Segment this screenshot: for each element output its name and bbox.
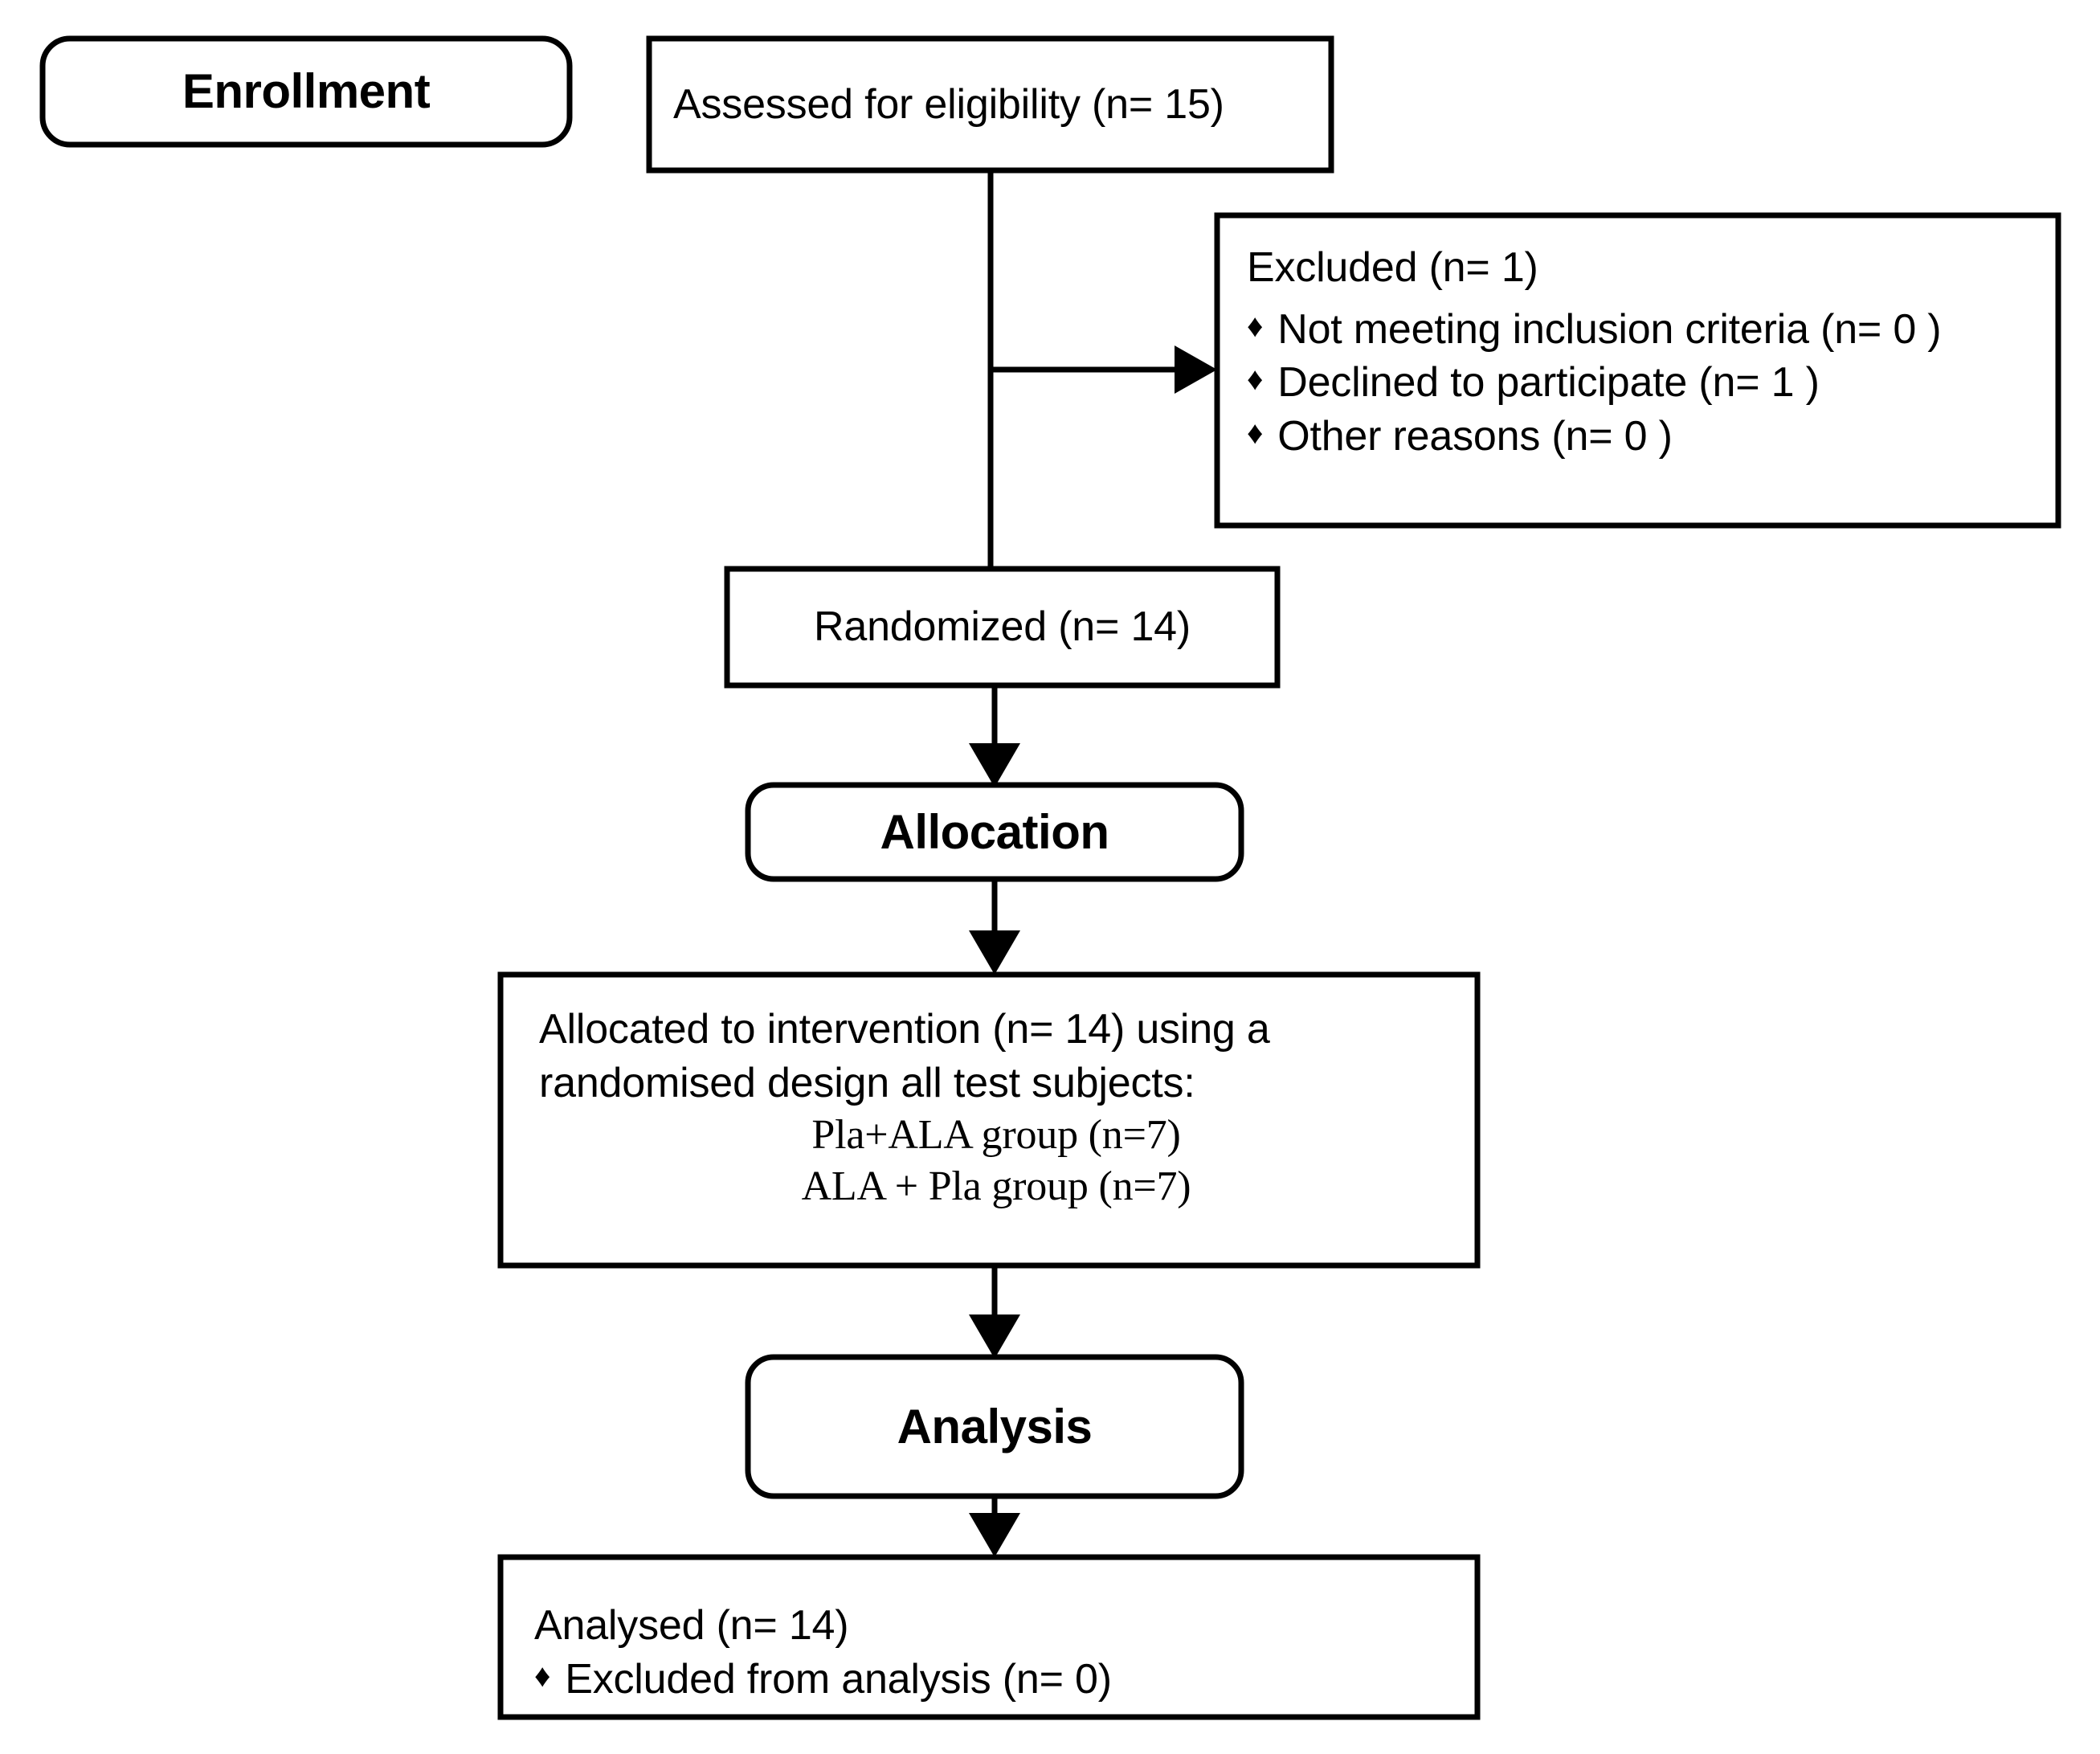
- allocated-line-1: Allocated to intervention (n= 14) using …: [539, 1006, 1270, 1053]
- allocated-box-outline: [497, 971, 1481, 1269]
- excluded-box-outline: [1214, 212, 2061, 529]
- excluded-reason-list: ♦ Not meeting inclusion criteria (n= 0 )…: [1247, 303, 2050, 464]
- excluded-reason-label: Declined to participate (n= 1 ): [1277, 359, 1820, 407]
- arrowhead-to-excluded: [1175, 345, 1217, 394]
- analysis-stage-label: Analysis: [897, 1399, 1093, 1453]
- enrollment-stage-box-outline: [39, 35, 573, 148]
- excluded-box-text: Excluded (n= 1) ♦ Not meeting inclusion …: [1247, 241, 2050, 506]
- list-item: ♦ Excluded from analysis (n= 0): [534, 1653, 1458, 1707]
- assessed-box-text: Assessed for eligibility (n= 15): [673, 39, 1316, 170]
- allocated-group-2: ALA + Pla group (n=7): [801, 1163, 1191, 1209]
- diamond-bullet-icon: ♦: [1247, 308, 1264, 344]
- randomized-box-outline: [724, 566, 1281, 689]
- arrowhead-to-allocation: [969, 743, 1020, 787]
- excluded-heading: Excluded (n= 1): [1247, 244, 1538, 291]
- allocated-line-2: randomised design all test subjects:: [539, 1059, 1195, 1106]
- analysed-note-label: Excluded from analysis (n= 0): [565, 1655, 1112, 1703]
- analysed-box-text: Analysed (n= 14) ♦ Excluded from analysi…: [534, 1599, 1458, 1711]
- list-item: ♦ Not meeting inclusion criteria (n= 0 ): [1247, 303, 2050, 357]
- list-item: ♦ Declined to participate (n= 1 ): [1247, 356, 2050, 410]
- list-item: ♦ Other reasons (n= 0 ): [1247, 410, 2050, 464]
- diamond-bullet-icon: ♦: [1247, 415, 1264, 451]
- arrowhead-to-allocated: [969, 930, 1020, 975]
- excluded-reason-label: Other reasons (n= 0 ): [1277, 412, 1673, 460]
- enrollment-stage-label: Enrollment: [182, 64, 431, 118]
- assessed-label: Assessed for eligibility (n= 15): [673, 80, 1224, 128]
- diamond-bullet-icon: ♦: [534, 1658, 551, 1694]
- allocated-box-text: Allocated to intervention (n= 14) using …: [534, 1003, 1458, 1252]
- allocated-group-1: Pla+ALA group (n=7): [811, 1112, 1181, 1159]
- diamond-bullet-icon: ♦: [1247, 362, 1264, 398]
- randomized-label: Randomized (n= 14): [814, 603, 1191, 651]
- allocation-stage-label: Allocation: [880, 804, 1109, 859]
- randomized-box-text: Randomized (n= 14): [727, 569, 1277, 685]
- analysed-heading: Analysed (n= 14): [534, 1602, 849, 1649]
- excluded-reason-label: Not meeting inclusion criteria (n= 0 ): [1277, 305, 1942, 353]
- arrowhead-to-analysis: [969, 1314, 1020, 1359]
- analysed-box-outline: [497, 1554, 1481, 1720]
- arrowhead-to-analysed: [969, 1513, 1020, 1557]
- assessed-box-outline: [646, 35, 1334, 174]
